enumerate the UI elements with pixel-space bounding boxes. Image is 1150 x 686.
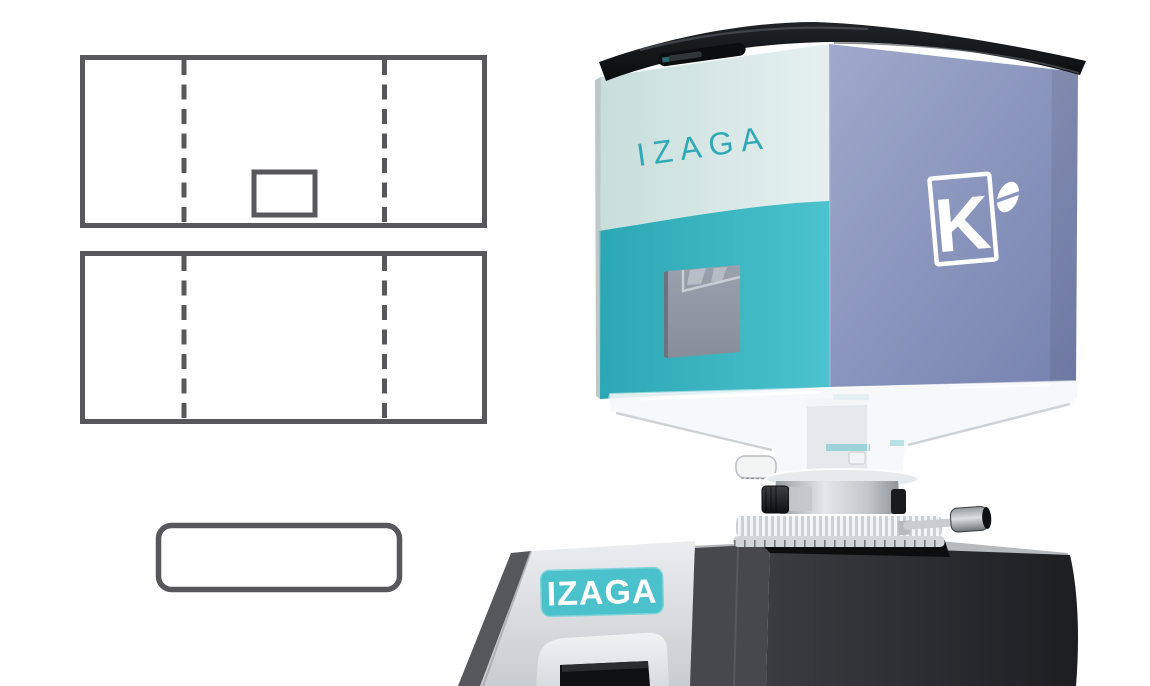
lever-knob-end xyxy=(982,507,992,530)
window-side xyxy=(664,271,668,358)
cube-left-edge xyxy=(595,77,601,399)
window-reflection xyxy=(711,267,727,282)
k-logo-letter: K xyxy=(931,180,993,269)
dieline-top-outline xyxy=(80,55,487,228)
latch-slot xyxy=(658,42,746,67)
knob-ridges xyxy=(765,487,777,512)
dieline-bottom-outline xyxy=(80,251,487,424)
bean-slit xyxy=(996,191,1020,203)
hopper-cover-cube: K IZAGA xyxy=(595,22,1086,399)
lid-highlight xyxy=(639,26,869,52)
funnel-shade-line xyxy=(615,411,773,452)
graphite-seam xyxy=(733,545,739,686)
lid-latch xyxy=(658,42,746,67)
window-reflection xyxy=(687,268,706,285)
grind-collar xyxy=(733,468,992,547)
dosing-lever xyxy=(897,505,992,536)
scale-ring xyxy=(733,536,945,547)
k-logo: K xyxy=(927,171,999,269)
inner-knob xyxy=(848,451,866,465)
latch-glint xyxy=(661,56,670,63)
grinder: K IZAGA xyxy=(458,22,1086,686)
window-cutout-mark xyxy=(251,169,318,218)
rim-highlight xyxy=(639,390,821,401)
knob-mount xyxy=(789,487,812,511)
dieline-top-wrap xyxy=(80,55,487,228)
cube-corner-edge xyxy=(828,45,831,387)
window-glass xyxy=(668,265,740,358)
badge-text: IZAGA xyxy=(546,573,658,614)
dieline-label-plate xyxy=(155,522,403,593)
rim-highlight xyxy=(949,383,1051,390)
body-graphite-strip xyxy=(683,544,770,686)
blue-face-shade xyxy=(1050,69,1078,382)
window-reflection-line xyxy=(681,270,741,293)
k-logo-frame xyxy=(927,171,999,267)
rear-knob xyxy=(891,489,906,514)
hopper-tab xyxy=(735,455,777,479)
lever-rod xyxy=(903,518,958,530)
latch-handle xyxy=(668,51,702,62)
funnel-shade-line xyxy=(907,402,1071,447)
badge-plate xyxy=(539,566,665,618)
lid-band xyxy=(599,22,1086,81)
body-dark-face xyxy=(766,544,1078,686)
base-left-side xyxy=(458,551,531,686)
grinder-base: IZAGA xyxy=(458,539,1078,686)
dieline-templates xyxy=(80,55,487,593)
dieline-bottom-wrap xyxy=(80,251,487,424)
coffee-bean-icon xyxy=(996,181,1020,213)
clear-hopper xyxy=(608,379,1080,481)
ribbed-ring xyxy=(736,514,942,539)
chute-opening-top xyxy=(562,661,648,672)
blue-face xyxy=(829,44,1078,387)
base-badge: IZAGA xyxy=(539,566,665,618)
lid-edge-line xyxy=(833,42,1080,74)
bean-window xyxy=(664,265,741,358)
lid xyxy=(599,22,1086,81)
front-panel-edge xyxy=(482,550,532,686)
